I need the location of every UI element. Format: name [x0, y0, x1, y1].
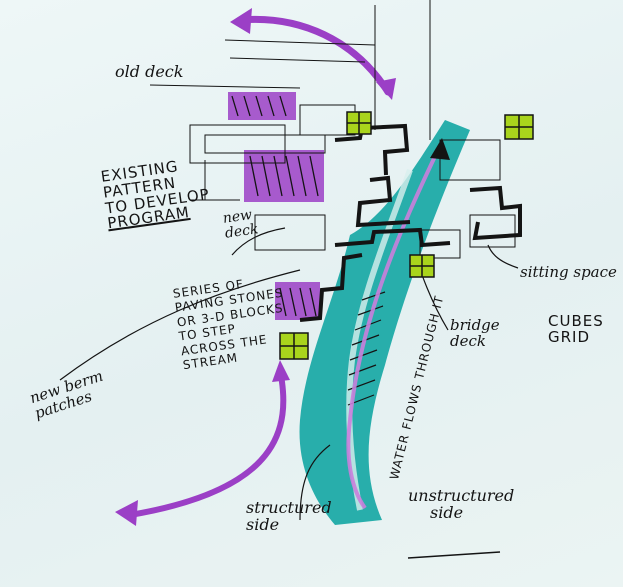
label-structured-side: structured side: [246, 498, 332, 534]
label-cubes-grid: CUBES GRID: [548, 312, 604, 346]
purple-deck-blocks: [228, 92, 324, 320]
thin-frame-lines: [149, 0, 516, 259]
purple-arrowhead-right: [376, 78, 396, 100]
sitting-space-text: sitting space: [520, 263, 617, 281]
purple-arrowhead-left: [230, 8, 252, 34]
purple-lower-arrow: [127, 367, 287, 518]
structured-line-1: structured: [246, 498, 332, 517]
cubes-grid-line-1: CUBES: [548, 312, 604, 330]
label-old-deck: old deck: [115, 62, 184, 81]
unstructured-underline: [407, 551, 501, 559]
bridge-deck-line-2: deck: [450, 331, 486, 350]
purple-arc-arrow: [236, 15, 392, 96]
bridge-deck-line-1: bridge: [450, 316, 500, 334]
unstructured-line-1: unstructured: [408, 486, 515, 505]
label-unstructured-side: unstructured side: [408, 486, 515, 522]
old-deck-text: old deck: [115, 62, 184, 81]
stepping-stones: [299, 123, 522, 322]
purple-stream-arrow: [346, 149, 440, 510]
stream-shape: [299, 120, 470, 525]
unstructured-line-2: side: [430, 502, 464, 522]
label-series-of-paving: SERIES OF PAVING STONES OR 3-D BLOCKS TO…: [172, 272, 292, 373]
purple-upper-tip: [272, 360, 290, 382]
label-new-deck: new deck: [222, 207, 260, 241]
cubes-grid-line-2: GRID: [548, 327, 591, 346]
leader-lines: [59, 227, 519, 521]
label-sitting-space: sitting space: [520, 263, 617, 281]
label-bridge-deck: bridge deck: [450, 316, 500, 350]
structured-line-2: side: [246, 514, 280, 534]
purple-lower-arrowhead: [115, 500, 138, 526]
green-cubes: [279, 111, 534, 360]
